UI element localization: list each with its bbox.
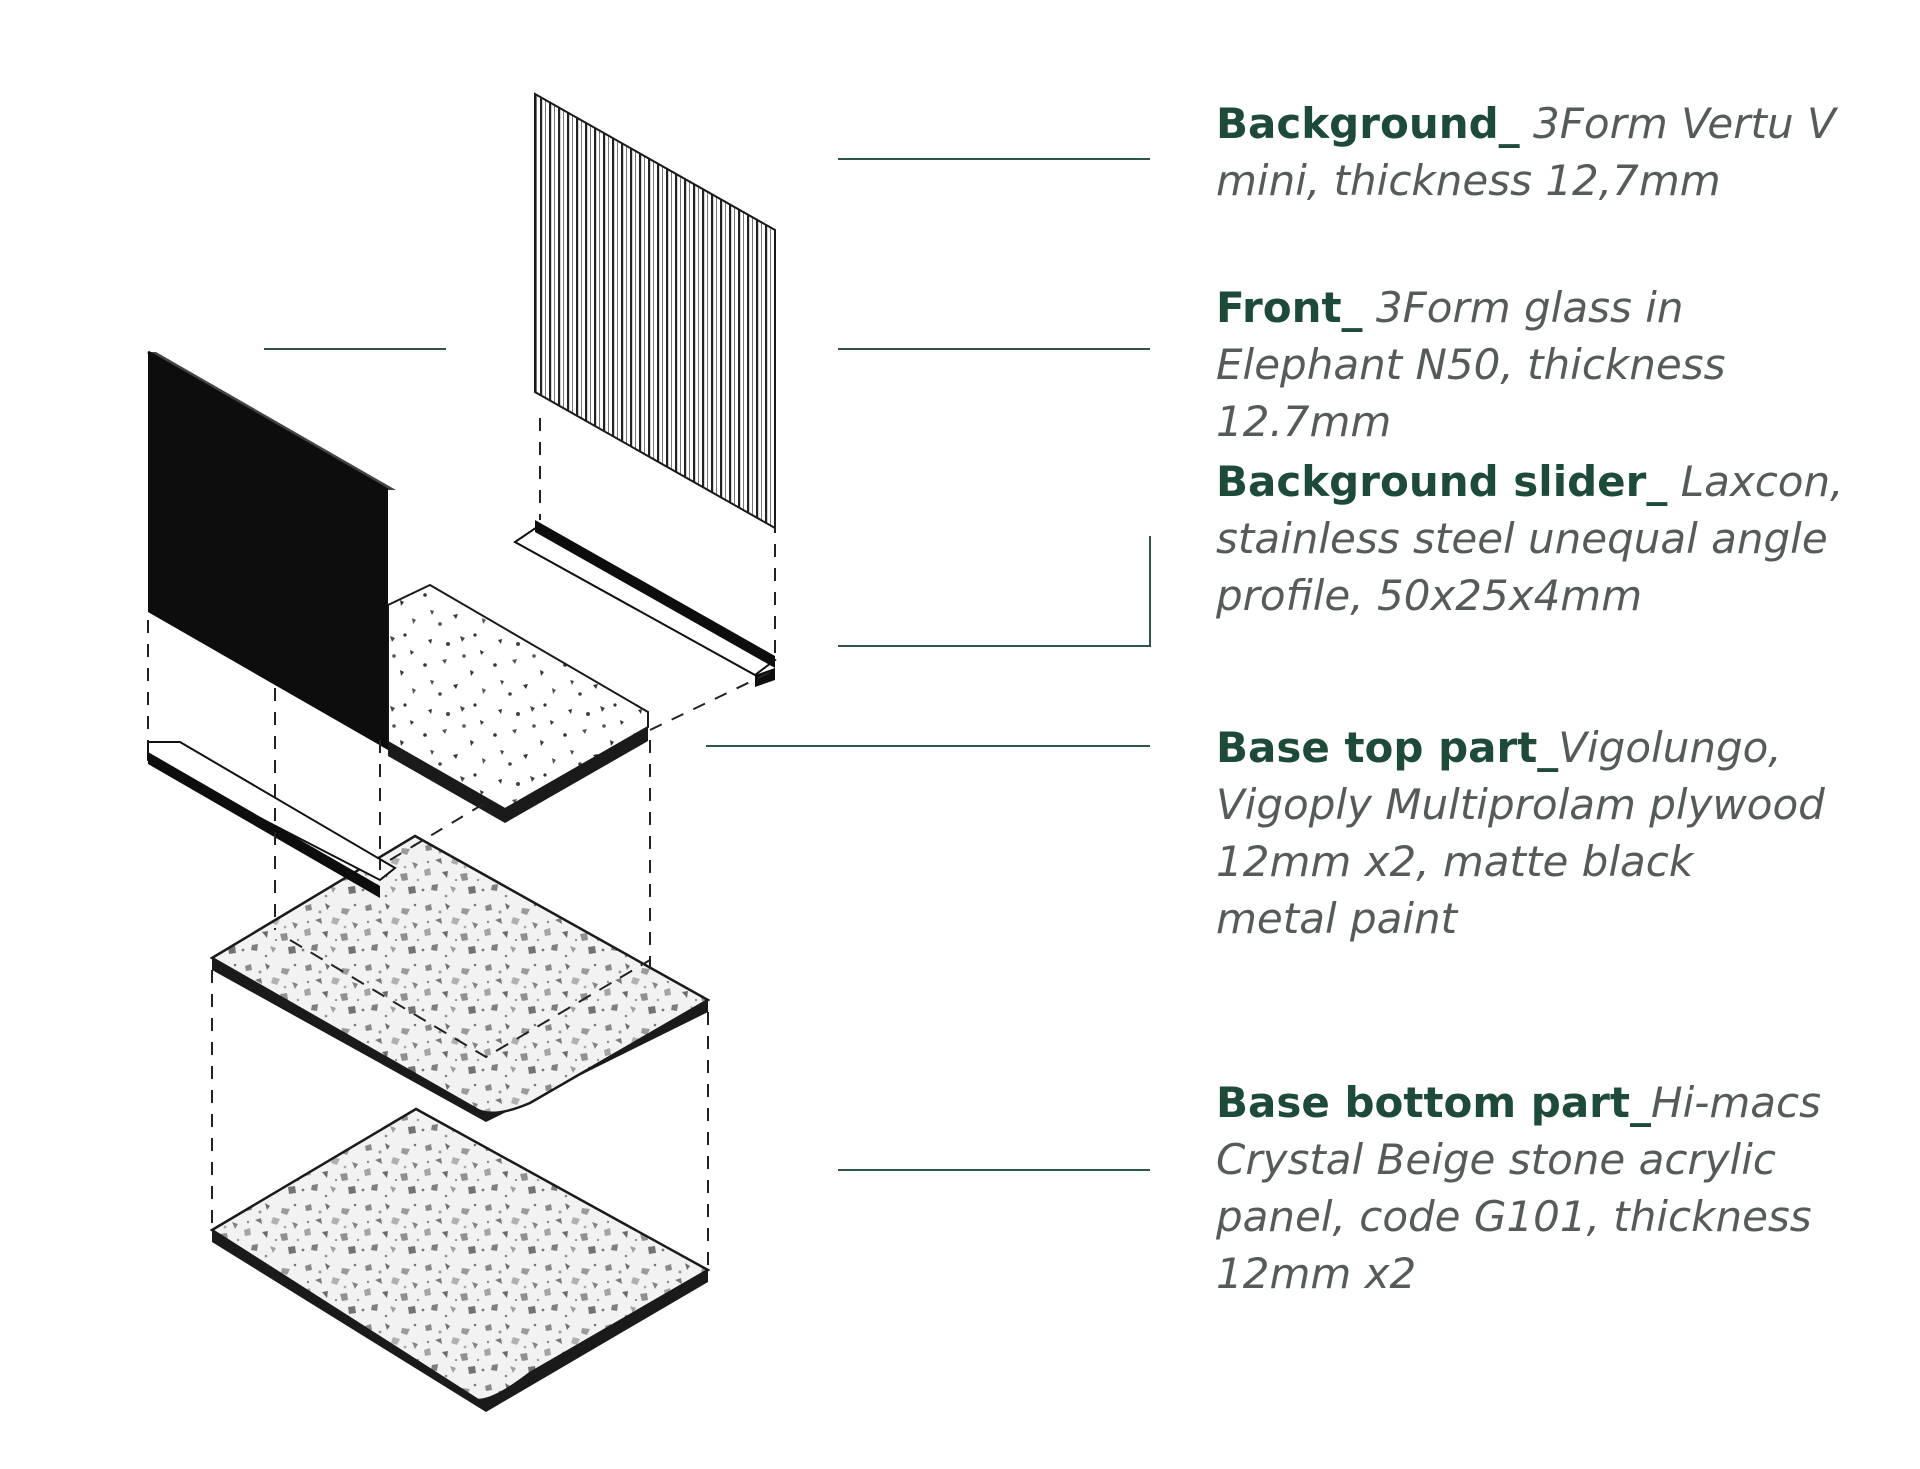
base-top-part (209, 834, 711, 1122)
label-background-slider-description: Laxcon, stainless steel unequal angle pr… (1216, 457, 1844, 620)
label-base-bottom: Base bottom part_Hi-macs Crystal Beige s… (1216, 1074, 1896, 1302)
front-panel (147, 350, 397, 898)
label-base-top: Base top part_Vigolungo, Vigoply Multipr… (1216, 719, 1826, 947)
leader-lines (264, 158, 1151, 1171)
label-background-slider-title: Background slider_ (1216, 457, 1668, 506)
base-bottom-part (209, 1107, 711, 1412)
label-background: Background_ 3Form Vertu V mini, thicknes… (1216, 95, 1866, 209)
label-front-title: Front_ (1216, 283, 1363, 332)
background-panel (513, 92, 777, 687)
label-front: Front_ 3Form glass in Elephant N50, thic… (1216, 279, 1866, 450)
label-base-top-description: Vigolungo, Vigoply Multiprolam plywood 1… (1216, 723, 1825, 943)
label-base-bottom-title: Base bottom part_ (1216, 1078, 1651, 1127)
dotted-plate (387, 583, 649, 823)
label-base-top-title: Base top part_ (1216, 723, 1559, 772)
label-background-description: 3Form Vertu V mini, thickness 12,7mm (1216, 99, 1836, 205)
label-background-title: Background_ (1216, 99, 1520, 148)
label-front-description: 3Form glass in Elephant N50, thickness 1… (1216, 283, 1726, 446)
leader-background-slider (838, 536, 1151, 647)
projection-lines (147, 418, 776, 1270)
label-base-bottom-description: Hi-macs Crystal Beige stone acrylic pane… (1216, 1078, 1822, 1298)
label-background-slider: Background slider_ Laxcon, stainless ste… (1216, 453, 1866, 624)
